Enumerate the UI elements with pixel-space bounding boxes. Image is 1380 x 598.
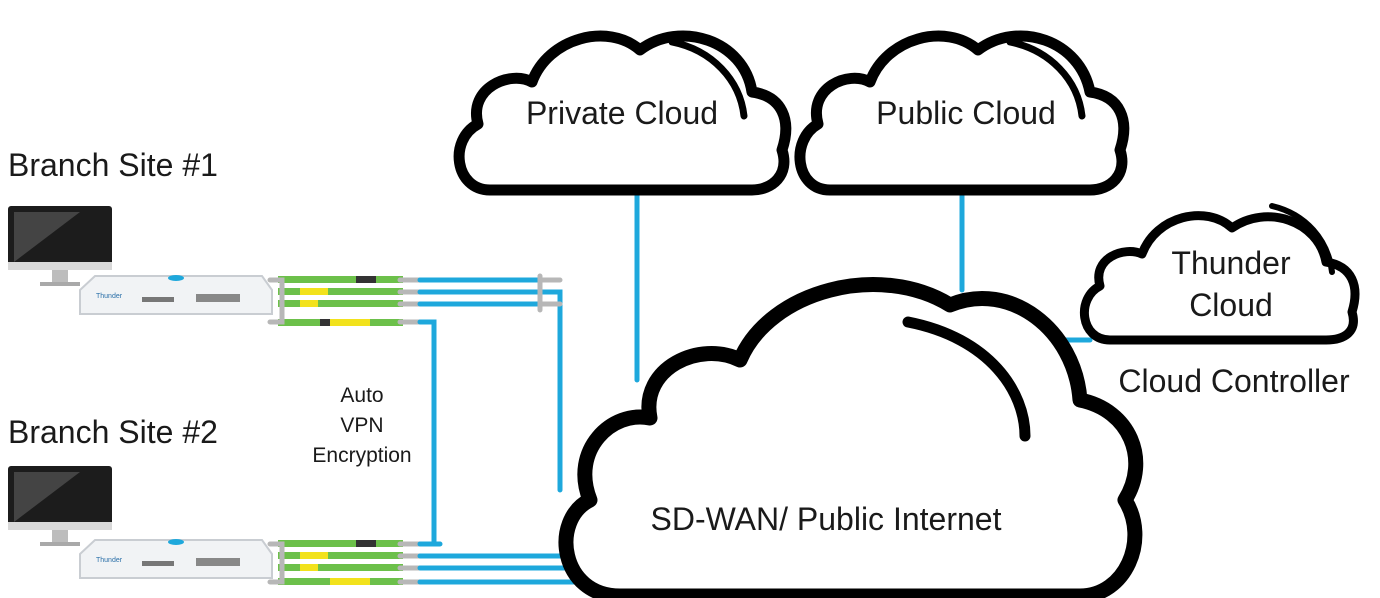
cable-segment (278, 300, 403, 307)
cable-segment (300, 300, 318, 307)
cable-connector (397, 541, 423, 585)
cable-segment (330, 578, 370, 585)
sdwan-cloud: SD-WAN/ Public Internet (558, 277, 1144, 598)
cable-connector (267, 277, 285, 325)
thunder-cloud-label-line2: Cloud (1189, 287, 1273, 323)
cable-segment (300, 564, 318, 571)
cable-connector (537, 273, 563, 313)
branch1-vpn-link (417, 319, 437, 545)
private-cloud-label: Private Cloud (526, 95, 718, 131)
branch-site-2: Branch Site #2 Thunder (8, 414, 273, 579)
cable-segment (278, 540, 403, 547)
vpn-label-line1: Auto (340, 384, 383, 407)
cloud-logo-icon (168, 539, 184, 545)
branch-site-1: Branch Site #1 Thunder (8, 147, 273, 315)
thunder-cloud: Thunder Cloud (1080, 203, 1360, 345)
cloud-logo-icon (168, 275, 184, 281)
cable-segment (356, 276, 376, 283)
branch2-cables (267, 540, 578, 585)
public-cloud-label: Public Cloud (876, 95, 1056, 131)
thunder-cloud-label-line1: Thunder (1171, 245, 1291, 281)
cable-segment (300, 288, 328, 295)
cloud-highlight-arc (902, 316, 1031, 442)
cable-segment (278, 564, 403, 571)
thunder-appliance: Thunder (79, 275, 273, 315)
monitor-icon (8, 466, 112, 546)
appliance-brand: Thunder (96, 293, 123, 300)
cable-segment (278, 552, 403, 559)
cable-segment (356, 540, 376, 547)
branch-site-1-label: Branch Site #1 (8, 147, 218, 183)
branch1-cables (267, 273, 563, 545)
cloud-controller-label: Cloud Controller (1118, 363, 1350, 399)
public-cloud: Public Cloud (794, 30, 1130, 196)
private-cloud: Private Cloud (453, 30, 792, 196)
vpn-label-line3: Encryption (312, 444, 411, 467)
vpn-label: Auto VPN Encryption (312, 384, 411, 467)
cable-segment (278, 288, 403, 295)
appliance-brand: Thunder (96, 557, 123, 564)
monitor-icon (8, 206, 112, 286)
branch-site-2-label: Branch Site #2 (8, 414, 218, 450)
cable-segment (320, 319, 330, 326)
cable-connector (267, 541, 285, 585)
cloud-highlight-arc (668, 38, 748, 120)
cable-segment (278, 276, 403, 283)
vpn-label-line2: VPN (340, 414, 383, 437)
cloud-highlight-arc (1006, 38, 1086, 120)
sdwan-cloud-label: SD-WAN/ Public Internet (651, 501, 1002, 537)
branch1-link (417, 289, 563, 493)
cloud-highlight-arc (1269, 203, 1335, 275)
cable-segment (330, 319, 370, 326)
thunder-appliance: Thunder (79, 539, 273, 579)
cable-segment (300, 552, 328, 559)
